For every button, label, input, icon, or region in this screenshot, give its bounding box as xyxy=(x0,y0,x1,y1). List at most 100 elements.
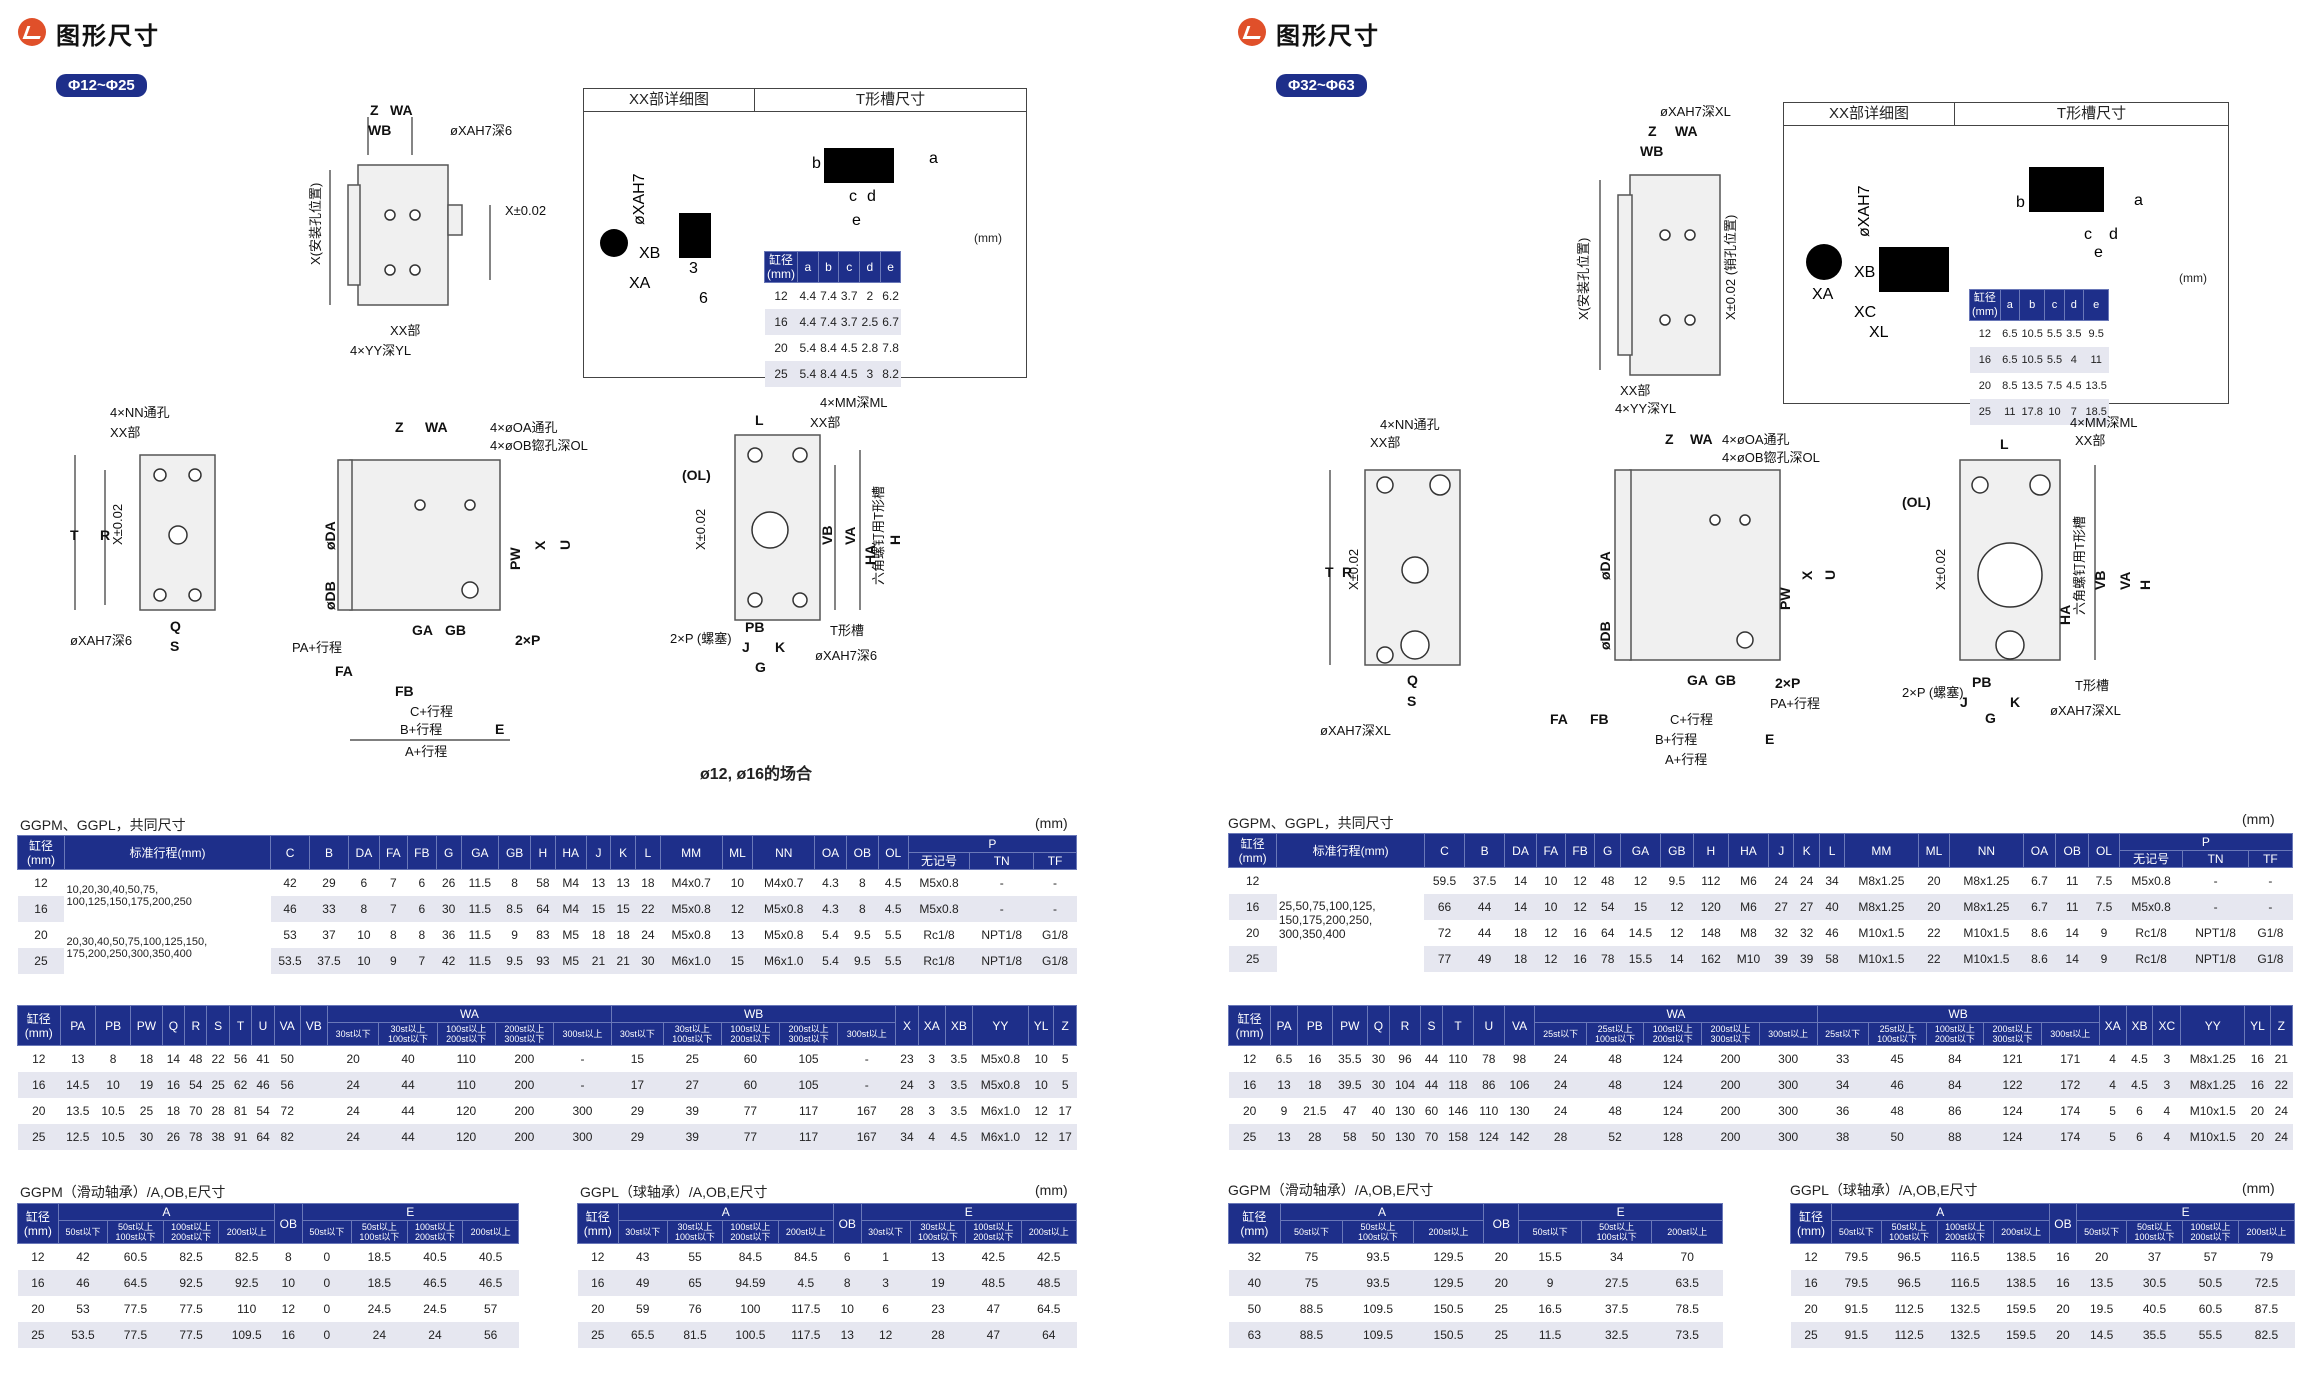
column-header: OB xyxy=(833,1203,862,1244)
table-cell: 4.4 xyxy=(797,309,819,335)
table-cell: 110 xyxy=(437,1072,496,1098)
end-tslot: T形槽 xyxy=(830,623,864,638)
table-cell: 124 xyxy=(1983,1124,2042,1150)
table-cell: 54 xyxy=(184,1072,207,1098)
table-cell: 28 xyxy=(1297,1124,1333,1150)
table-cell: 56 xyxy=(274,1072,301,1098)
column-header: 缸径(mm) xyxy=(17,835,65,870)
front-xx: XX部 xyxy=(110,425,140,440)
table-cell: 64 xyxy=(530,896,556,922)
table-cell: 3.5 xyxy=(950,1104,968,1118)
side-C: C+行程 xyxy=(1670,712,1713,727)
column-subheader: 200st以上 xyxy=(1992,1220,2050,1244)
table-cell: 8.5 xyxy=(498,896,531,922)
table-cell: 27 xyxy=(1768,894,1794,920)
table-cell: 40.5 xyxy=(2142,1302,2167,1316)
column-header: d xyxy=(859,251,881,283)
table-cell: NPT1/8 xyxy=(2195,926,2236,940)
table-cell: 36 xyxy=(441,928,456,942)
column-header: 缸径(mm) xyxy=(764,251,798,283)
column-header: X xyxy=(895,1005,919,1046)
table-cell: 6 xyxy=(407,896,437,922)
detail-xl: XL xyxy=(1869,324,1889,341)
column-subheader: 50st以下 xyxy=(1830,1220,1882,1244)
table-cell: 7 xyxy=(407,948,437,974)
top-view-drawing: øXAH7深XL Z WA WB X(安装孔位置) X±0.02 (销孔位置) … xyxy=(1570,100,1790,420)
table-cell: 16 xyxy=(17,896,65,922)
table-cell: 23 xyxy=(931,1302,945,1316)
table-cell: 48.5 xyxy=(1021,1270,1077,1296)
table-cell: 18 xyxy=(1297,1072,1333,1098)
table-cell: Rc1/8 xyxy=(2135,926,2167,940)
side-ob: 4×øOB锪孔深OL xyxy=(490,438,588,453)
table-cell: 34 xyxy=(1817,1072,1869,1098)
column-header: PB xyxy=(94,1005,132,1046)
column-subheader: 200st以上 xyxy=(2237,1220,2296,1244)
front-S: S xyxy=(1407,693,1416,709)
side-Z: Z xyxy=(1665,431,1674,447)
column-header: J xyxy=(1767,833,1795,868)
table-cell: 28 xyxy=(1534,1124,1587,1150)
table-cell: 120 xyxy=(456,1104,477,1118)
table-cell: 38 xyxy=(1817,1124,1869,1150)
table-cell: 130 xyxy=(1389,1124,1421,1150)
table-cell: 10.5 xyxy=(101,1104,125,1118)
table-cell: 20 xyxy=(1483,1270,1519,1296)
table-cell: 46 xyxy=(270,896,310,922)
table-cell: 300 xyxy=(1759,1124,1818,1150)
table-cell xyxy=(300,1046,327,1073)
table-cell: 8 xyxy=(348,896,380,922)
table-cell: 76 xyxy=(688,1302,702,1316)
table-cell: 3 xyxy=(2152,1072,2181,1098)
table-cell: 117.5 xyxy=(791,1302,821,1316)
table-cell: 20 xyxy=(1242,1104,1257,1118)
detail-xa: XA xyxy=(629,275,651,292)
table-cell: 10 xyxy=(1544,874,1558,888)
column-subheader: 30st以下 xyxy=(611,1022,664,1046)
table-cell: 12 xyxy=(1565,894,1595,920)
end-J: J xyxy=(742,639,750,655)
column-header: FB xyxy=(406,835,437,870)
column-header: P xyxy=(907,835,1078,853)
column-header: FA xyxy=(378,835,408,870)
table-cell: 3 xyxy=(861,1270,911,1296)
table-cell: 19 xyxy=(910,1270,966,1296)
column-header: E xyxy=(2076,1203,2295,1221)
table-cell: 13 xyxy=(1270,1072,1298,1098)
column-header: E xyxy=(301,1203,520,1221)
end-view-drawing: L 4×MM深ML XX部 (OL) X±0.02 VB VA HA H 六角螺… xyxy=(670,395,920,685)
table-cell: 18.5 xyxy=(2083,399,2109,425)
dim-WA: WA xyxy=(390,102,413,118)
table-cell: 9 xyxy=(2088,946,2120,972)
column-header: ML xyxy=(1917,833,1951,868)
table-cell: 9.5 xyxy=(1668,874,1686,888)
table-cell: 14 xyxy=(1660,946,1694,972)
table-cell: 73.5 xyxy=(1651,1322,1723,1348)
table-cell: 33 xyxy=(1835,1052,1850,1066)
table-cell: 3.5 xyxy=(2066,328,2082,340)
table-cell: - xyxy=(580,1052,585,1066)
table-cell: M8x1.25 xyxy=(2180,1072,2245,1098)
table-cell: 12 xyxy=(722,896,753,922)
table-cell: 16 xyxy=(577,1270,619,1296)
table-cell: 48 xyxy=(1586,1072,1644,1098)
table-cell: 13.5 xyxy=(2076,1270,2127,1296)
table-cell: 16 xyxy=(17,1072,61,1098)
table-cell: 22 xyxy=(635,896,661,922)
column-header: PW xyxy=(130,1005,163,1046)
table-cell: 14 xyxy=(1504,894,1537,920)
table-cell: 12 xyxy=(1245,874,1260,888)
table-cell: 42 xyxy=(283,876,297,890)
table-cell: 4 xyxy=(2163,1104,2171,1118)
table-cell: 105 xyxy=(779,1072,838,1098)
table-cell: 29 xyxy=(611,1124,664,1150)
